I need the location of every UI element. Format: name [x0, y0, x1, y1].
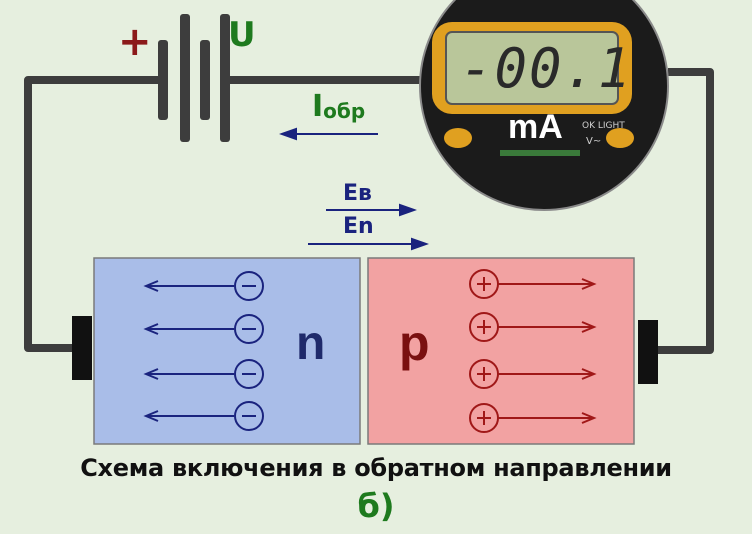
battery-plus-label: +	[118, 19, 152, 65]
reverse-current-label: Iобр	[312, 92, 365, 122]
reverse-current-subscript: обр	[323, 99, 366, 123]
svg-text:V~: V~	[586, 136, 601, 147]
field-b-label: Eв	[343, 181, 372, 206]
electron-3	[143, 359, 264, 389]
hole-4	[469, 403, 597, 433]
wire-right	[650, 68, 714, 354]
hole-2	[469, 312, 597, 342]
hole-1	[469, 269, 597, 299]
electron-1	[143, 271, 264, 301]
field-n-label: En	[343, 214, 374, 239]
figure-sublabel: б)	[357, 487, 395, 525]
hole-arrows	[469, 269, 597, 433]
hole-3	[469, 359, 597, 389]
electron-4	[143, 401, 264, 431]
field-b-arrow	[326, 203, 417, 217]
p-region-label: p	[399, 315, 430, 371]
right-contact	[638, 320, 658, 384]
reverse-current-symbol: I	[312, 89, 324, 124]
meter-unit: mA	[508, 108, 563, 146]
n-region	[93, 257, 361, 445]
voltage-label: U	[228, 15, 256, 55]
electron-arrows	[143, 271, 264, 431]
circuit-wires	[24, 68, 714, 354]
svg-text:OK LIGHT: OK LIGHT	[582, 121, 625, 131]
left-contact	[72, 316, 92, 380]
battery-icon	[158, 14, 230, 142]
electron-2	[143, 314, 264, 344]
n-region-label: n	[296, 317, 326, 370]
field-n-arrow	[308, 237, 429, 251]
meter-reading: -00.1	[460, 37, 633, 100]
wire-left	[24, 76, 158, 352]
p-region	[367, 257, 635, 445]
multimeter-icon: OK LIGHT V~	[419, 0, 669, 211]
reverse-current-arrow	[279, 127, 378, 141]
diagram-caption: Схема включения в обратном направлении	[80, 454, 672, 482]
